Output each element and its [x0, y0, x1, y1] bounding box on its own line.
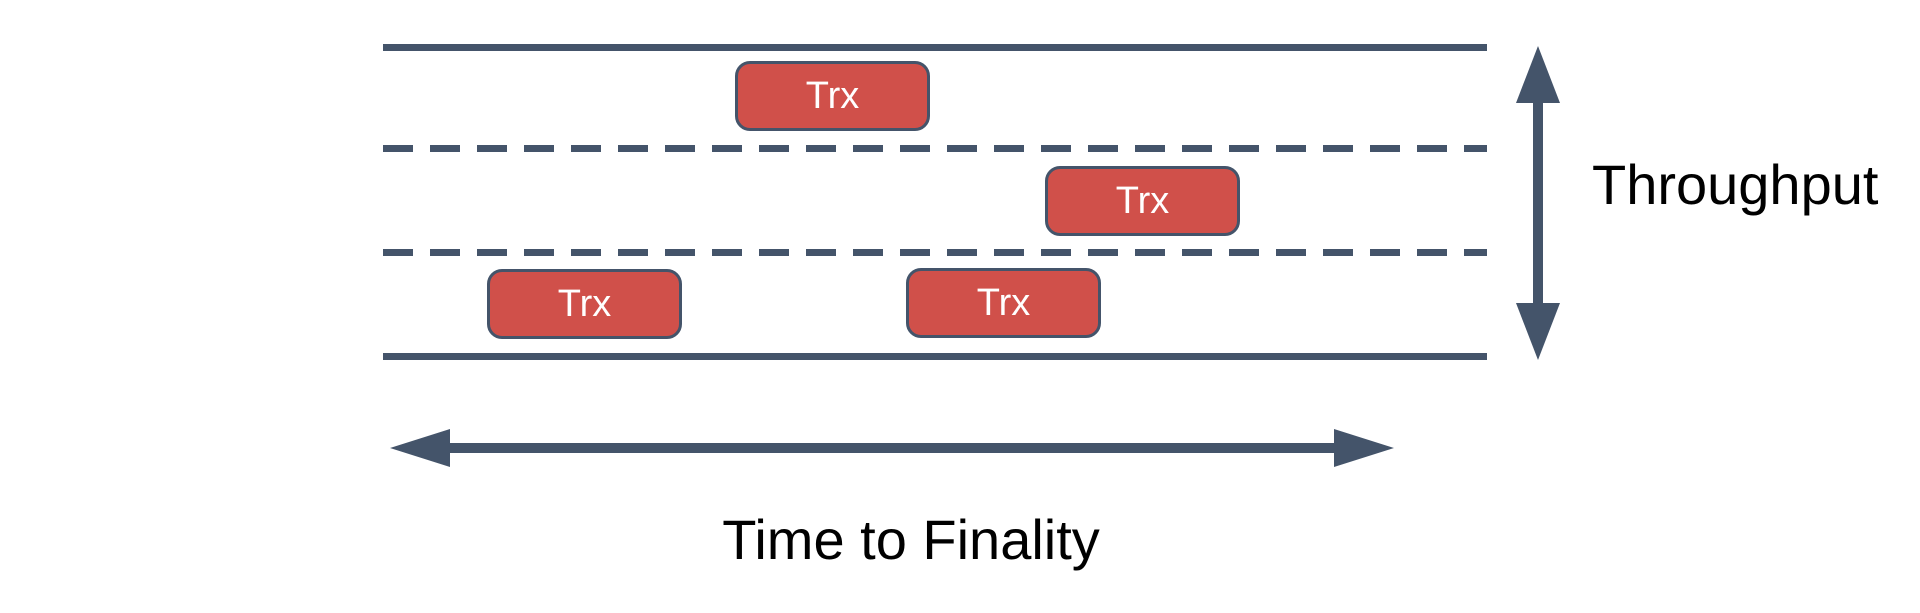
vertical-double-arrow-icon [1516, 46, 1560, 360]
throughput-label: Throughput [1592, 153, 1879, 216]
lane-bottom-border [383, 353, 1487, 360]
trx-box-bottom-lane-left: Trx [487, 269, 682, 339]
trx-box-label: Trx [805, 75, 860, 117]
trx-box-label: Trx [1115, 180, 1170, 222]
trx-box-label: Trx [557, 283, 612, 325]
horizontal-double-arrow-icon [390, 429, 1394, 467]
trx-box-middle-lane: Trx [1045, 166, 1240, 236]
time-to-finality-label: Time to Finality [722, 508, 1100, 571]
trx-box-label: Trx [976, 282, 1031, 324]
trx-box-bottom-lane-right: Trx [906, 268, 1101, 338]
trx-box-top-lane: Trx [735, 61, 930, 131]
lane-divider-2 [383, 249, 1487, 256]
lane-top-border [383, 44, 1487, 51]
lane-divider-1 [383, 145, 1487, 152]
